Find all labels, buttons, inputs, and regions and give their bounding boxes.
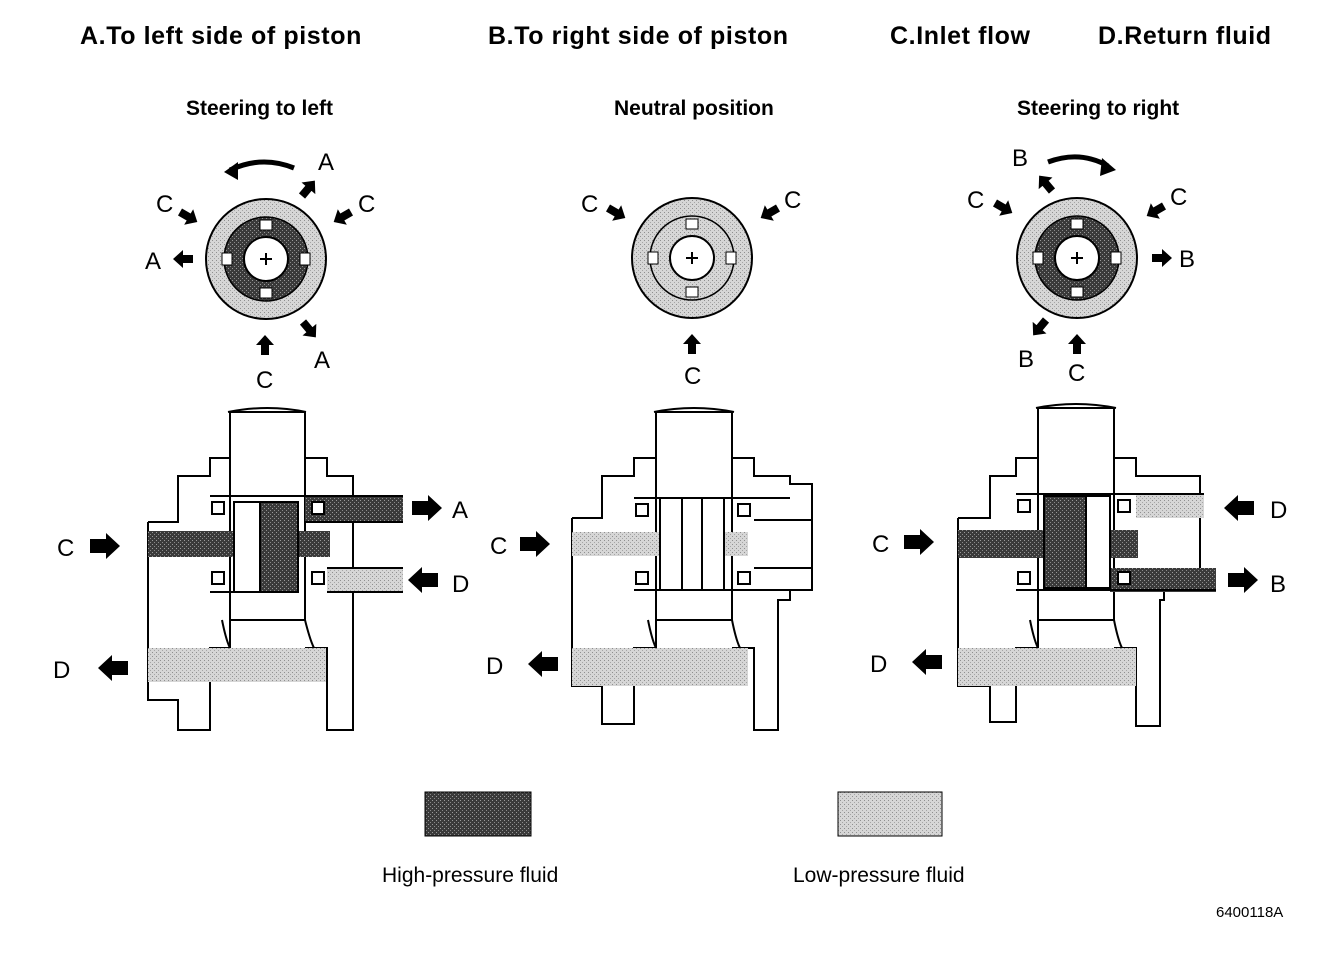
- header-d: D.Return fluid: [1098, 22, 1272, 50]
- figure-id: 6400118A: [1216, 904, 1284, 921]
- sec-right-label-d2: D: [870, 651, 887, 678]
- rot-right-label-c2: C: [1170, 184, 1187, 211]
- sec-left-label-c: C: [57, 535, 74, 562]
- header-a: A.To left side of piston: [80, 22, 362, 50]
- section-right: [957, 403, 1216, 727]
- rot-center-label-c3: C: [684, 363, 701, 390]
- rot-left-label-c1: C: [156, 191, 173, 218]
- sec-right-label-c: C: [872, 531, 889, 558]
- subtitle-neutral: Neutral position: [614, 97, 774, 120]
- rot-center-label-c2: C: [784, 187, 801, 214]
- rot-right-label-b3: B: [1018, 346, 1034, 373]
- sec-left-label-a: A: [452, 497, 468, 524]
- legend-label-low: Low-pressure fluid: [793, 864, 965, 887]
- legend-swatch-high: [424, 791, 532, 837]
- legend-swatch-low: [837, 791, 943, 837]
- subtitle-steering-right: Steering to right: [1017, 97, 1180, 120]
- rotary-left: [173, 159, 356, 355]
- sec-center-label-d: D: [486, 653, 503, 680]
- legend-label-high: High-pressure fluid: [382, 864, 559, 887]
- header-c: C.Inlet flow: [890, 22, 1031, 50]
- rotary-right: [990, 154, 1172, 354]
- sec-left-label-d2: D: [53, 657, 70, 684]
- rot-right-label-c1: C: [967, 187, 984, 214]
- sec-right-label-b: B: [1270, 571, 1286, 598]
- rot-right-label-b2: B: [1179, 246, 1195, 273]
- sec-left-label-d: D: [452, 571, 469, 598]
- header-b: B.To right side of piston: [488, 22, 789, 50]
- rot-right-label-b1: B: [1012, 145, 1028, 172]
- rot-center-label-c1: C: [581, 191, 598, 218]
- rot-left-label-c3: C: [256, 367, 273, 394]
- section-left: [147, 407, 403, 731]
- rotary-center: [603, 197, 783, 354]
- section-center: [571, 407, 813, 731]
- subtitle-steering-left: Steering to left: [186, 97, 334, 120]
- rot-left-label-a3: A: [314, 347, 330, 374]
- sec-right-label-d: D: [1270, 497, 1287, 524]
- sec-center-label-c: C: [490, 533, 507, 560]
- rot-left-label-a1: A: [145, 248, 161, 275]
- rot-left-label-c2: C: [358, 191, 375, 218]
- rot-left-label-a2: A: [318, 149, 334, 176]
- rot-right-label-c3: C: [1068, 360, 1085, 387]
